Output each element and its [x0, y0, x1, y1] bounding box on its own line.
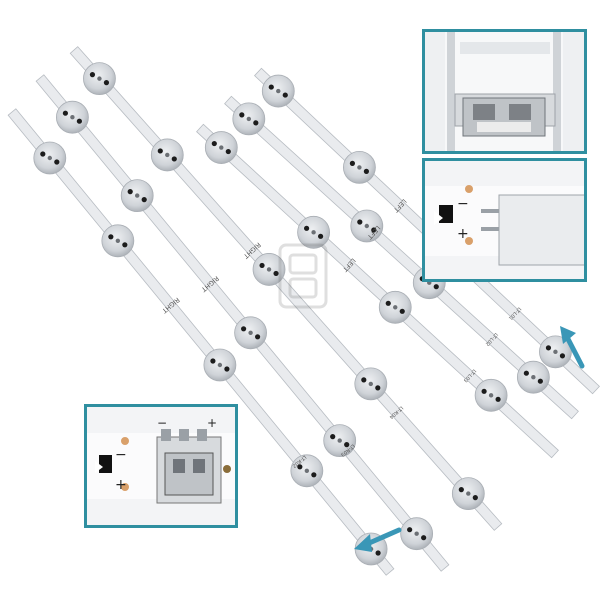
- lens-screw: [225, 148, 231, 155]
- lens-screw: [531, 375, 536, 380]
- wire-plus-sign: +: [207, 416, 217, 430]
- lens-screw: [266, 267, 272, 272]
- lens-screw: [97, 76, 102, 81]
- lens-screw: [357, 165, 362, 170]
- lens-screw: [241, 326, 247, 332]
- lens-screw: [553, 349, 558, 355]
- lens-screw: [246, 116, 252, 122]
- plus-sign: +: [115, 477, 127, 493]
- lens-screw: [375, 550, 381, 556]
- arrow-right-strip-end: [560, 326, 585, 369]
- lens-screw: [361, 377, 367, 383]
- lens-screw: [171, 156, 177, 162]
- lens-screw: [62, 110, 68, 116]
- lens-screw: [304, 468, 310, 473]
- store-logo-icon: [278, 243, 328, 309]
- lens-screw: [311, 472, 317, 478]
- lens-screw: [433, 284, 439, 290]
- lens-screw: [304, 225, 310, 231]
- lens-screw: [40, 151, 46, 157]
- lens-screw: [330, 434, 336, 440]
- lens-screw: [157, 148, 163, 154]
- polarity-closeup-right: − +: [422, 158, 587, 282]
- lens-screw: [375, 385, 381, 391]
- minus-sign: −: [457, 196, 469, 212]
- lens-screw: [311, 230, 316, 235]
- lens-screw: [268, 84, 274, 90]
- lens-screw: [54, 159, 60, 165]
- plus-sign: +: [457, 226, 469, 242]
- lens-screw: [523, 370, 529, 376]
- lens-screw: [282, 92, 288, 98]
- lens-screw: [47, 155, 52, 161]
- lens-screw: [337, 438, 342, 443]
- lens-screw: [108, 234, 114, 240]
- lens-screw: [76, 118, 82, 124]
- lens-screw: [219, 145, 224, 150]
- lens-screw: [421, 535, 427, 541]
- lens-screw: [224, 366, 230, 372]
- lens-screw: [89, 72, 96, 78]
- lens-screw: [122, 242, 128, 248]
- lens-screw: [399, 308, 405, 314]
- lens-screw: [273, 270, 279, 277]
- lens-screw: [211, 140, 217, 147]
- lens-screw: [481, 388, 487, 394]
- lens-screw: [344, 442, 350, 448]
- lens-screw: [70, 115, 75, 120]
- lens-screw: [349, 160, 355, 166]
- lens-screw: [545, 345, 552, 351]
- lens-screw: [297, 464, 303, 470]
- lens-screw: [253, 120, 259, 126]
- led-strips-group: RIGHTLT-R02RIGHTLT-R03RIGHTLT-R04LEFTLT-…: [7, 46, 600, 576]
- lens-screw: [393, 305, 398, 310]
- lens-screw: [363, 168, 369, 174]
- lens-screw: [472, 495, 478, 501]
- lens-screw: [357, 219, 363, 225]
- connector-closeup-top: [422, 29, 587, 154]
- minus-sign: −: [115, 447, 127, 463]
- lens-screw: [537, 378, 543, 384]
- arrow-left-strip-end: [354, 527, 402, 552]
- lens-screw: [559, 353, 566, 359]
- lens-screw: [127, 189, 133, 195]
- lens-screw: [364, 223, 369, 229]
- wire-minus-sign: −: [157, 416, 167, 430]
- lens-screw: [371, 227, 377, 233]
- lens-screw: [115, 238, 121, 243]
- lens-screw: [255, 334, 261, 340]
- lens-screw: [248, 330, 253, 335]
- lens-screw: [368, 381, 373, 387]
- lens-screw: [488, 393, 494, 398]
- lens-screw: [135, 193, 140, 198]
- lens-screw: [495, 396, 501, 402]
- lens-screw: [239, 112, 245, 118]
- lens-screw: [103, 80, 110, 86]
- polarity-closeup-left: − + − +: [84, 404, 238, 528]
- strip-board: [69, 46, 503, 531]
- lens-screw: [259, 262, 265, 269]
- lens-screw: [458, 487, 464, 493]
- lens-screw: [165, 152, 170, 158]
- lens-screw: [276, 88, 281, 94]
- lens-screw: [385, 300, 391, 306]
- strip-board: [196, 123, 559, 459]
- lens-screw: [414, 531, 419, 536]
- lens-screw: [466, 491, 471, 496]
- lens-screw: [217, 362, 223, 368]
- lens-screw: [210, 358, 216, 364]
- lens-screw: [141, 197, 147, 203]
- lens-screw: [318, 233, 324, 239]
- strip-board: [224, 95, 579, 420]
- lens-screw: [407, 527, 413, 533]
